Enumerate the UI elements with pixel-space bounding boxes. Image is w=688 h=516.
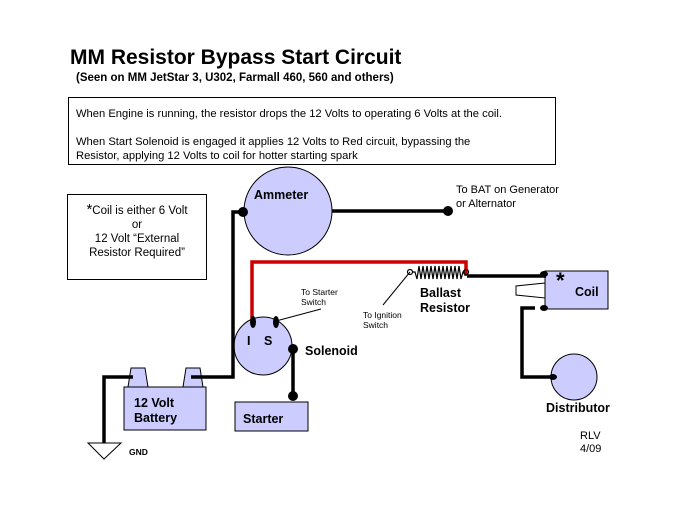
info-box: When Engine is running, the resistor dro… (68, 97, 556, 165)
coil-tower (515, 282, 546, 299)
distributor-label: Distributor (546, 401, 610, 415)
lead-lines (275, 271, 411, 322)
starter-label: Starter (243, 412, 284, 426)
ammeter-symbol (243, 166, 333, 256)
drawing-date: 4/09 (580, 443, 602, 455)
ballast-resistor-coil (412, 265, 465, 280)
page-title: MM Resistor Bypass Start Circuit (70, 46, 402, 69)
gnd-label: GND (129, 447, 148, 457)
starter-symbol (234, 401, 309, 432)
battery-terminal-left (127, 367, 149, 388)
ballast-terminal-right (462, 268, 470, 276)
terminals (238, 206, 557, 401)
ammeter-label: Ammeter (254, 188, 309, 202)
coil-star: * (556, 268, 565, 293)
coil-symbol (544, 270, 609, 310)
battery-symbol (123, 386, 207, 431)
solenoid-terminal-i: I (247, 334, 251, 348)
coil-note-line3: 12 Volt “External (94, 233, 180, 245)
info-line-start: When Start Solenoid is engaged it applie… (76, 136, 471, 162)
coil-note-line4: Resistor Required” (89, 247, 185, 259)
author-initials: RLV (580, 430, 601, 442)
ballast-terminal-left (406, 268, 414, 276)
coil-note-line1: Coil is either 6 Volt (92, 205, 188, 217)
info-line-running: When Engine is running, the resistor dro… (76, 108, 502, 120)
solenoid-terminal-s: S (264, 334, 273, 348)
page-subtitle: (Seen on MM JetStar 3, U302, Farmall 460… (76, 72, 394, 84)
distributor-symbol (550, 353, 598, 401)
solenoid-symbol (233, 316, 293, 376)
black-wires (102, 209, 552, 443)
solenoid-label: Solenoid (305, 344, 358, 358)
coil-label: Coil (575, 285, 599, 299)
coil-note-star: * (86, 201, 93, 218)
ground-symbol (86, 442, 123, 460)
coil-note-box: *Coil is either 6 Volt or 12 Volt “Exter… (67, 194, 207, 280)
coil-note-line2: or (131, 219, 143, 231)
